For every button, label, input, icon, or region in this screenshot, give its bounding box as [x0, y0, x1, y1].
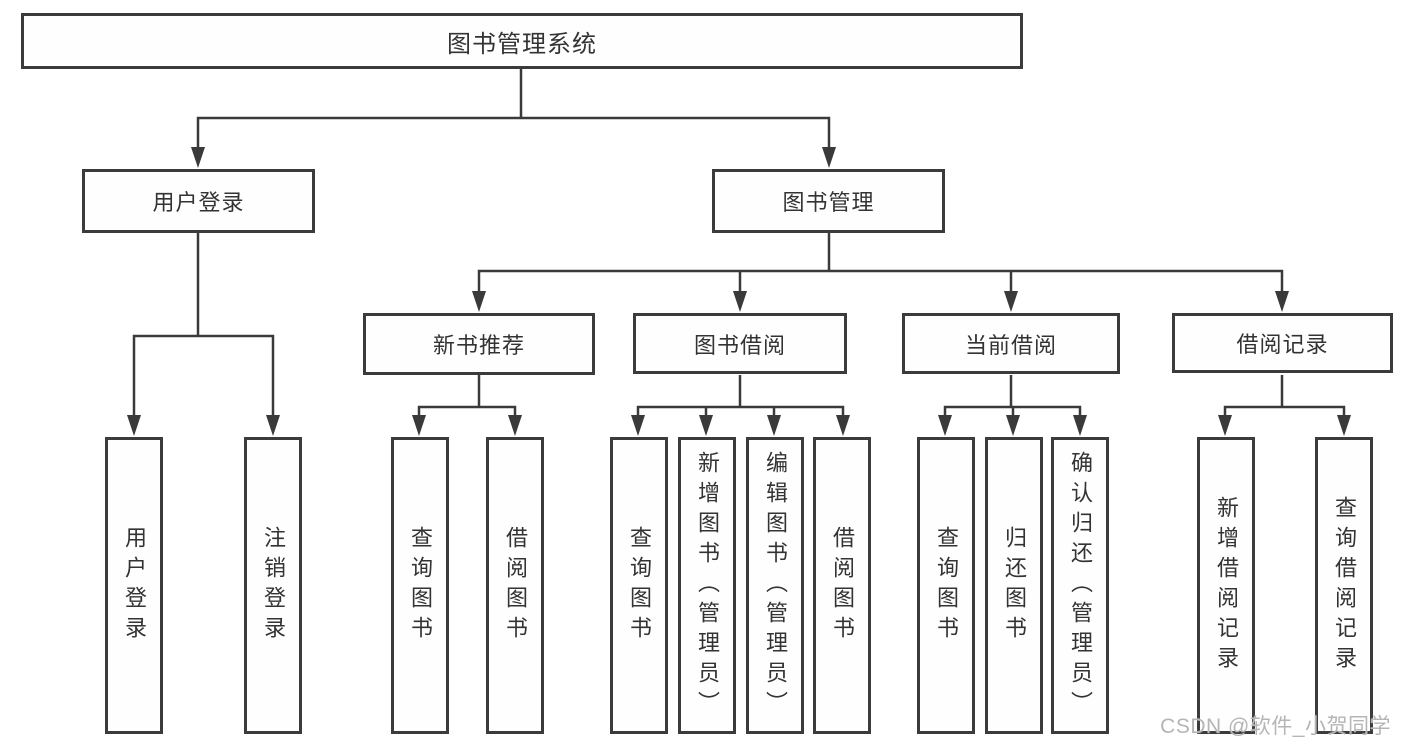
csdn-watermark: CSDN @软件_小贺同学	[1160, 715, 1391, 738]
leaf-query-books-current: 查询图书	[917, 437, 975, 734]
leaf-user-login: 用户登录	[105, 437, 163, 734]
node-new-book-recommend: 新书推荐	[363, 313, 595, 375]
node-library-management-system: 图书管理系统	[21, 13, 1023, 69]
leaf-edit-books-admin: 编辑图书（管理员）	[746, 437, 804, 734]
leaf-add-books-admin: 新增图书（管理员）	[678, 437, 736, 734]
leaf-query-books-recommend: 查询图书	[391, 437, 449, 734]
leaf-query-books-borrow: 查询图书	[610, 437, 668, 734]
leaf-query-borrow-record: 查询借阅记录	[1315, 437, 1373, 734]
leaf-confirm-return-admin: 确认归还（管理员）	[1051, 437, 1109, 734]
arrowheads	[127, 147, 1351, 436]
leaf-logout: 注销登录	[244, 437, 302, 734]
leaf-borrow-books-recommend: 借阅图书	[486, 437, 544, 734]
node-current-borrow: 当前借阅	[902, 313, 1120, 374]
leaf-return-books: 归还图书	[985, 437, 1043, 734]
leaf-add-borrow-record: 新增借阅记录	[1197, 437, 1255, 734]
node-borrow-records: 借阅记录	[1172, 313, 1393, 373]
node-book-management: 图书管理	[712, 169, 945, 233]
node-book-borrow: 图书借阅	[633, 313, 847, 374]
node-user-login: 用户登录	[82, 169, 315, 233]
leaf-borrow-books: 借阅图书	[813, 437, 871, 734]
